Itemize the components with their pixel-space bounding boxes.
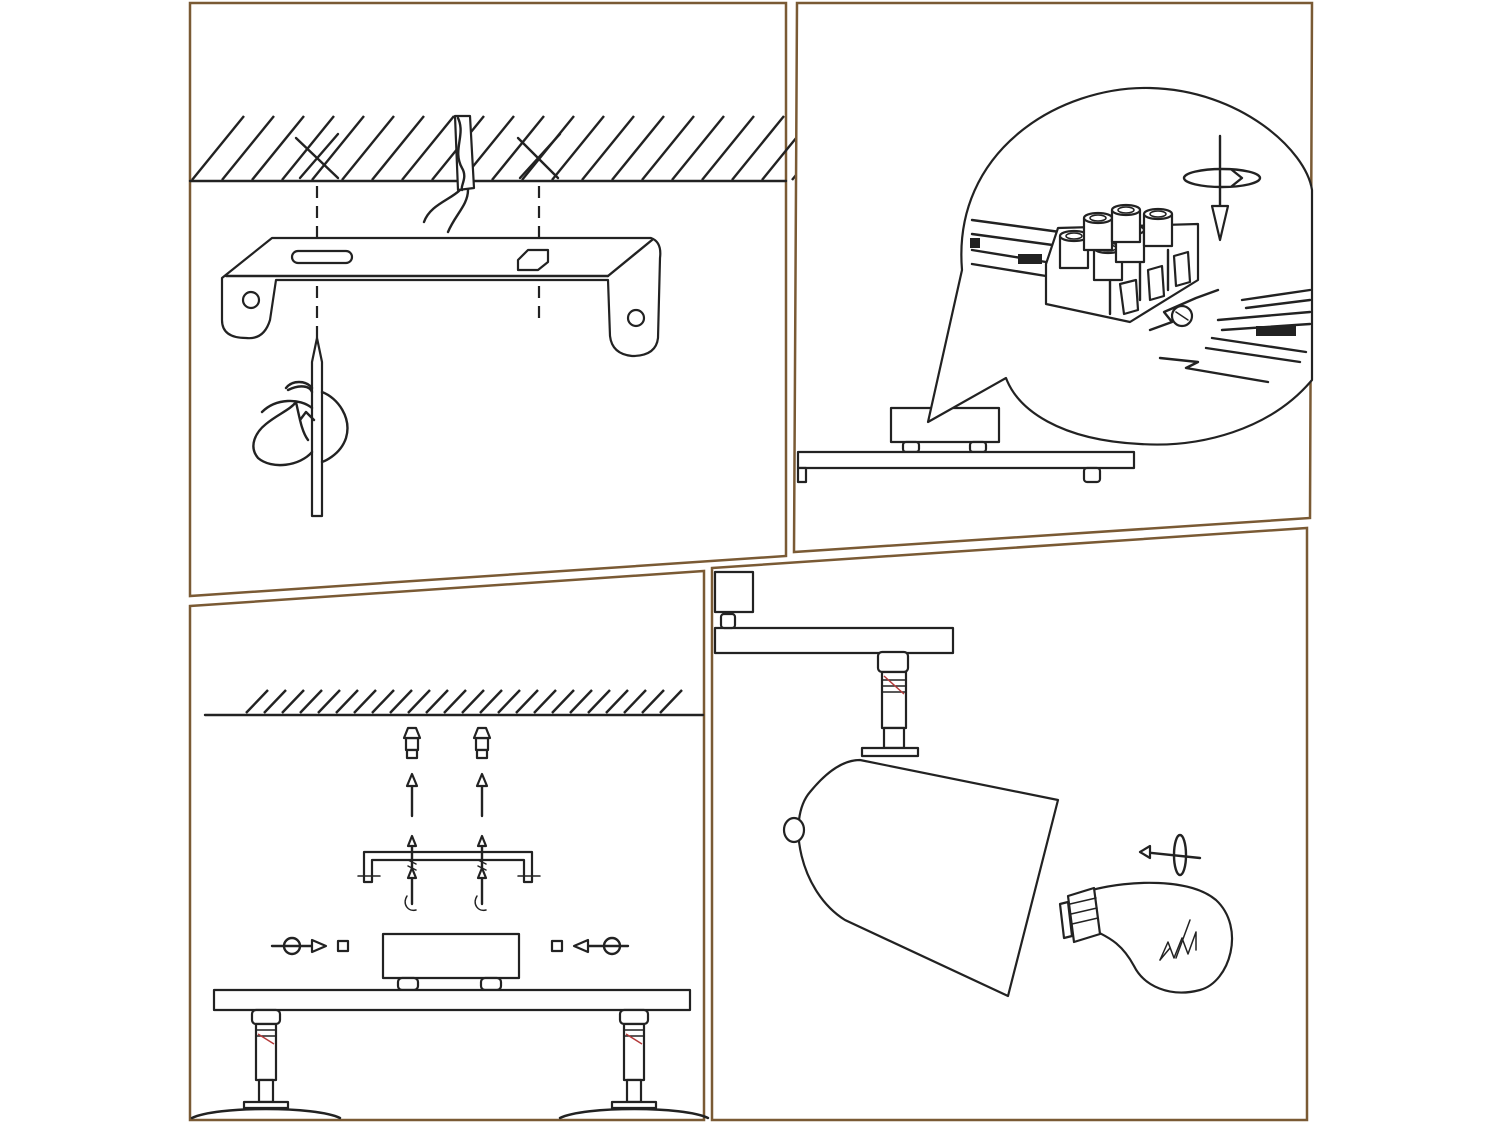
hatch-line [245,689,269,714]
hatch-line [587,689,611,714]
hatch-line [221,115,275,181]
hatch-line [611,115,665,181]
hatch-line [581,115,635,181]
hatch-line [623,689,647,714]
pencil-in-hand-icon [252,336,349,518]
hatch-line [701,115,755,181]
hatch-line [731,115,785,181]
terminal-screw-post [1142,207,1174,248]
spot-stem [558,1008,710,1120]
drill-mark-right-icon [516,132,562,180]
hatch-line [407,689,431,714]
panel-connect-terminal-block [792,1,1314,554]
wall-plug [402,726,422,760]
screw [474,834,488,912]
hatch-line [311,115,365,181]
hatch-line [251,115,305,181]
wall-plug [472,726,492,760]
hatch-line [263,689,287,714]
spot-stem [190,1008,342,1120]
hatch-line [335,689,359,714]
panel-insert-bulb [710,526,1309,1122]
screw [404,834,418,912]
terminal-screw-post [1082,211,1114,252]
hatch-line [371,689,395,714]
hatch-line [641,115,695,181]
hatch-line [641,689,665,714]
hatch-line [515,689,539,714]
terminal-screw-post [1110,203,1142,244]
hatch-line [461,689,485,714]
panel-mark-drill-holes [188,1,845,598]
hatch-line [551,115,605,181]
spot-shade-icon [782,758,1060,998]
hatch-line [491,115,545,181]
hatch-line [401,115,455,181]
hatch-line [341,115,395,181]
bar-end-icon [713,570,955,655]
hatch-line [299,689,323,714]
hatch-line [317,689,341,714]
hatch-line [281,689,305,714]
terminal-block-icon [970,203,1200,324]
rotate-screw-icon [1182,134,1262,242]
drill-mark-left-icon [294,132,340,180]
light-bulb-icon [1058,881,1233,994]
hatch-line [659,689,683,714]
hatch-line [191,115,245,181]
hatch-line [389,689,413,714]
hatched-ceiling-small-icon [203,689,705,717]
wall-plug-icon [402,726,492,818]
screw-icon [404,834,488,912]
hatch-line [353,689,377,714]
up-arrow-icon [475,772,489,818]
mains-cable-icon [422,114,476,234]
mounting-bracket-icon [220,236,662,358]
rotate-bulb-icon [1138,833,1202,877]
hatch-line [479,689,503,714]
ceiling-plate-top-icon [796,406,1136,484]
lightning-arrow-icon [1148,288,1270,384]
hatch-line [497,689,521,714]
wire-ends-icon [1170,288,1312,364]
rotate-screw-small-icon [270,936,630,956]
spot-stem-icon [860,650,920,758]
hatch-line [443,689,467,714]
panel-fix-bracket-and-mount-bar [188,569,710,1122]
spotlight-bar-icon [190,932,710,1120]
hatch-line [533,689,557,714]
up-arrow-icon [405,772,419,818]
hatch-line [569,689,593,714]
hatch-line [605,689,629,714]
hatch-line [551,689,575,714]
hatch-line [671,115,725,181]
hatch-line [371,115,425,181]
small-bracket-icon [357,850,541,884]
hatch-line [425,689,449,714]
